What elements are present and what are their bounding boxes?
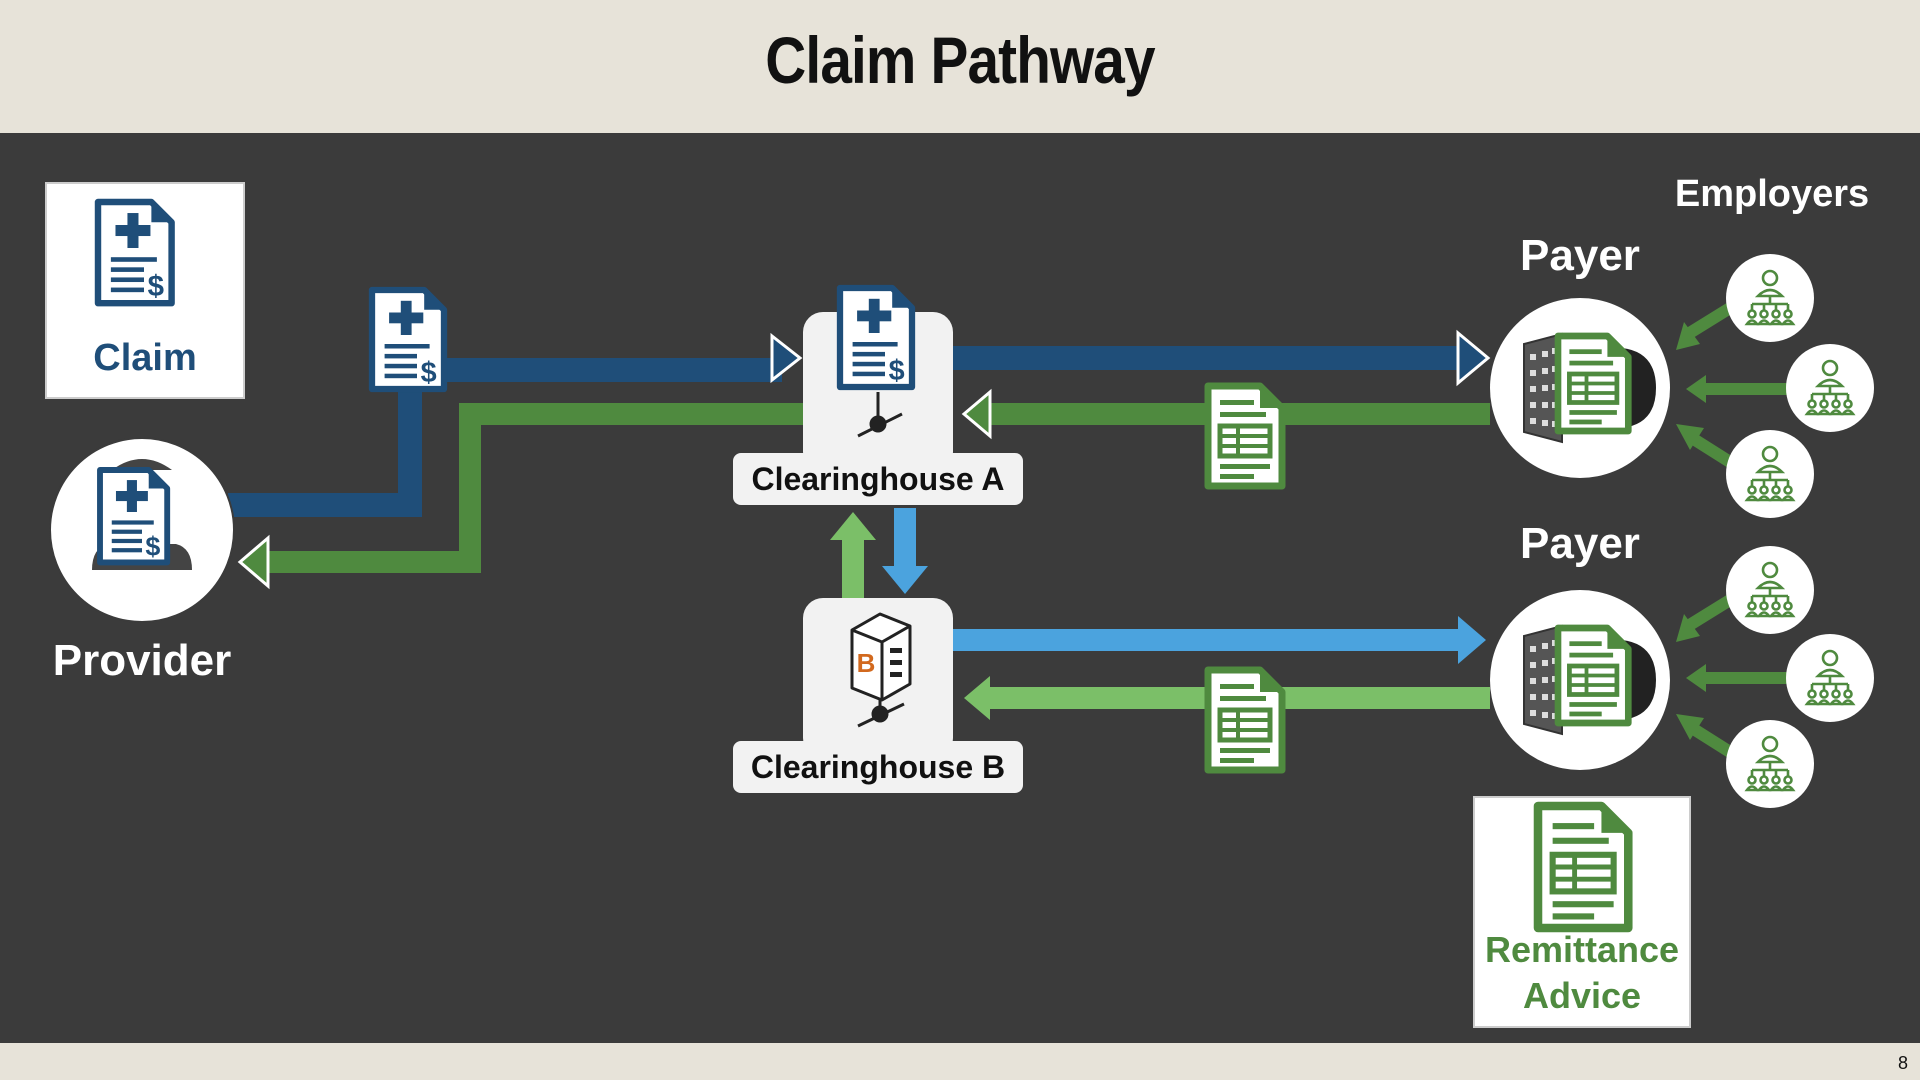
provider-label: Provider	[53, 636, 232, 685]
server-icon: B	[850, 612, 912, 702]
remittance-document-icon	[1208, 670, 1282, 770]
network-server-icon	[857, 700, 905, 728]
clearinghouse-a-node: Clearinghouse A	[733, 288, 1023, 505]
provider-node: Provider	[49, 437, 235, 685]
remit-arrow-ch-b-to-ch-a	[842, 535, 864, 603]
payer-top-label: Payer	[1520, 231, 1640, 280]
header-band: Claim Pathway	[0, 0, 1920, 130]
remit-arrowhead-provider	[237, 534, 270, 590]
remit-arrow-ch-a-to-provider	[265, 403, 810, 573]
remittance-advice-legend-box: Remittance Advice	[1473, 796, 1691, 1028]
claim-arrowhead-payer-bottom	[1458, 616, 1486, 664]
employer-node	[1726, 720, 1814, 808]
claim-document-icon	[100, 470, 167, 562]
page-number: 8	[1897, 1053, 1908, 1073]
claim-document-icon	[98, 202, 172, 303]
remit-arrowhead-ch-a	[961, 388, 992, 440]
server-b-letter: B	[857, 648, 876, 678]
clearinghouse-a-label: Clearinghouse A	[751, 461, 1004, 497]
payer-bottom-node	[1490, 590, 1670, 770]
remittance-label-line1: Remittance	[1485, 929, 1679, 970]
claim-legend-box: Claim	[45, 182, 245, 399]
employer-node	[1726, 546, 1814, 634]
page-title: Claim Pathway	[765, 23, 1155, 97]
employer-arrows	[1676, 302, 1788, 758]
claim-label: Claim	[93, 337, 196, 379]
claim-document-icon	[840, 288, 912, 387]
remit-arrowhead-ch-b	[964, 676, 990, 720]
clearinghouse-b-node: B Clearinghouse B	[733, 598, 1023, 793]
claim-arrow-provider-to-ch-a	[228, 358, 782, 517]
employer-node	[1786, 634, 1874, 722]
employer-node	[1726, 254, 1814, 342]
employer-node	[1726, 430, 1814, 518]
claim-document-icon	[372, 290, 444, 389]
clearinghouse-b-label: Clearinghouse B	[751, 749, 1005, 785]
payer-bottom-label: Payer	[1520, 519, 1640, 568]
claim-arrowhead-payer	[1456, 329, 1491, 387]
remittance-label-line2: Advice	[1523, 975, 1641, 1016]
network-server-icon	[857, 392, 903, 438]
remittance-document-icon	[1208, 386, 1282, 486]
footer-band: 8	[0, 1043, 1920, 1080]
employers-label: Employers	[1675, 173, 1869, 215]
payer-top-node	[1490, 298, 1670, 478]
remittance-document-icon	[1538, 806, 1628, 928]
employer-node	[1786, 344, 1874, 432]
claim-arrowhead-ch-a	[770, 332, 803, 384]
claim-arrow-ch-a-to-ch-b	[894, 508, 916, 572]
